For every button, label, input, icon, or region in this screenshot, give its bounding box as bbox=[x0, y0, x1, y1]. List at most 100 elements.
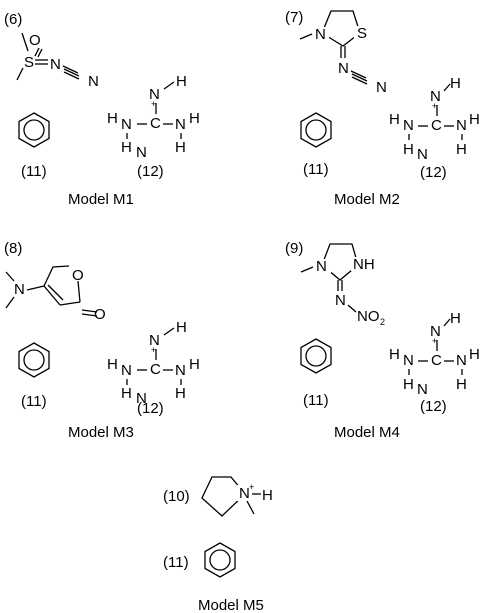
svg-text:H: H bbox=[469, 346, 480, 363]
model-m5: (10) N + H (11) Model M5 bbox=[163, 476, 273, 613]
model-m2: (7) N S N N H N + C H N bbox=[285, 9, 480, 208]
svg-text:H: H bbox=[389, 111, 400, 128]
svg-text:N: N bbox=[175, 116, 186, 133]
svg-text:N: N bbox=[136, 144, 147, 161]
svg-text:N: N bbox=[335, 292, 346, 309]
caption-m2: Model M2 bbox=[334, 191, 400, 208]
svg-text:N: N bbox=[430, 88, 441, 105]
benzene-label: (11) bbox=[163, 554, 189, 571]
guanidinium-label: (12) bbox=[137, 163, 164, 180]
svg-text:H: H bbox=[450, 310, 461, 327]
guanidinium-label: (12) bbox=[420, 164, 447, 181]
svg-text:N: N bbox=[149, 86, 160, 103]
model-m4: (9) N NH N NO 2 H N + C H N H bbox=[285, 240, 480, 441]
svg-text:+: + bbox=[151, 345, 156, 355]
svg-text:N: N bbox=[456, 117, 467, 134]
svg-text:H: H bbox=[175, 139, 186, 156]
caption-m1: Model M1 bbox=[68, 191, 134, 208]
svg-text:C: C bbox=[150, 115, 161, 132]
svg-text:H: H bbox=[121, 139, 132, 156]
svg-text:O: O bbox=[72, 267, 84, 284]
molecule-label-m4: (9) bbox=[285, 240, 303, 257]
svg-text:H: H bbox=[107, 110, 118, 127]
svg-text:N: N bbox=[121, 362, 132, 379]
caption-m5: Model M5 bbox=[198, 597, 264, 613]
svg-text:C: C bbox=[431, 117, 442, 134]
svg-text:O: O bbox=[29, 32, 41, 49]
svg-text:N: N bbox=[316, 258, 327, 275]
butenolide-structure: N O O bbox=[5, 265, 106, 323]
svg-text:+: + bbox=[151, 99, 156, 109]
molecule-label-m5: (10) bbox=[163, 488, 190, 505]
thiazolidine-structure: N S N N bbox=[299, 10, 387, 96]
guanidinium-label: (12) bbox=[420, 398, 447, 415]
molecule-label-m1: (6) bbox=[4, 11, 22, 28]
svg-text:N: N bbox=[403, 117, 414, 134]
svg-text:N: N bbox=[456, 352, 467, 369]
svg-text:N: N bbox=[121, 116, 132, 133]
caption-m4: Model M4 bbox=[334, 424, 400, 441]
svg-text:H: H bbox=[403, 376, 414, 393]
svg-text:N: N bbox=[403, 352, 414, 369]
benzene-ring bbox=[18, 112, 50, 148]
pyrrolidinium-structure: N + H bbox=[201, 476, 273, 517]
svg-text:H: H bbox=[189, 356, 200, 373]
svg-text:N: N bbox=[417, 381, 428, 398]
svg-text:2: 2 bbox=[380, 317, 385, 327]
svg-text:N: N bbox=[338, 60, 349, 77]
guanidinium-structure: H N + C H N H N H H N bbox=[389, 75, 480, 163]
benzene-label: (11) bbox=[21, 393, 47, 410]
svg-text:N: N bbox=[417, 146, 428, 163]
sulfoximine-structure: O S N N bbox=[16, 32, 99, 90]
svg-text:NH: NH bbox=[353, 256, 375, 273]
svg-text:N: N bbox=[239, 485, 250, 502]
svg-text:H: H bbox=[262, 487, 273, 504]
svg-text:H: H bbox=[450, 75, 461, 92]
svg-text:S: S bbox=[357, 25, 367, 42]
svg-text:NO: NO bbox=[357, 308, 380, 325]
model-m1: (6) O S N N H N + C H N bbox=[4, 11, 200, 208]
svg-text:H: H bbox=[469, 111, 480, 128]
benzene-ring bbox=[300, 112, 332, 148]
svg-text:H: H bbox=[456, 141, 467, 158]
svg-text:C: C bbox=[150, 361, 161, 378]
benzene-ring bbox=[18, 342, 50, 378]
benzene-label: (11) bbox=[303, 161, 329, 178]
svg-text:N: N bbox=[315, 26, 326, 43]
svg-text:N: N bbox=[430, 323, 441, 340]
guanidinium-label: (12) bbox=[137, 400, 164, 417]
svg-text:H: H bbox=[389, 346, 400, 363]
guanidinium-structure: H N + C H N H N H H N bbox=[107, 319, 200, 407]
caption-m3: Model M3 bbox=[68, 424, 134, 441]
svg-text:N: N bbox=[376, 79, 387, 96]
svg-text:H: H bbox=[107, 356, 118, 373]
benzene-label: (11) bbox=[21, 163, 47, 180]
svg-text:H: H bbox=[189, 110, 200, 127]
svg-text:N: N bbox=[14, 281, 25, 298]
benzene-ring bbox=[204, 542, 236, 578]
svg-text:H: H bbox=[176, 73, 187, 90]
molecule-label-m3: (8) bbox=[4, 240, 22, 257]
benzene-label: (11) bbox=[303, 392, 329, 409]
svg-text:N: N bbox=[175, 362, 186, 379]
imidazolidine-structure: N NH N NO 2 bbox=[300, 243, 385, 327]
svg-text:H: H bbox=[175, 385, 186, 402]
guanidinium-structure: H N + C H N H N H H N bbox=[389, 310, 480, 398]
svg-text:N: N bbox=[50, 56, 61, 73]
svg-text:N: N bbox=[88, 73, 99, 90]
svg-text:H: H bbox=[403, 141, 414, 158]
molecule-label-m2: (7) bbox=[285, 9, 303, 26]
svg-text:N: N bbox=[149, 332, 160, 349]
model-m3: (8) N O O H N + C H N bbox=[4, 240, 200, 441]
svg-text:H: H bbox=[176, 319, 187, 336]
svg-text:S: S bbox=[24, 54, 34, 71]
svg-text:N: N bbox=[136, 390, 147, 407]
svg-text:H: H bbox=[456, 376, 467, 393]
svg-text:O: O bbox=[94, 306, 106, 323]
guanidinium-structure: H N + C H N H N H H N bbox=[107, 73, 200, 161]
svg-text:H: H bbox=[121, 385, 132, 402]
benzene-ring bbox=[300, 338, 332, 374]
svg-text:C: C bbox=[431, 352, 442, 369]
svg-text:+: + bbox=[432, 336, 437, 346]
